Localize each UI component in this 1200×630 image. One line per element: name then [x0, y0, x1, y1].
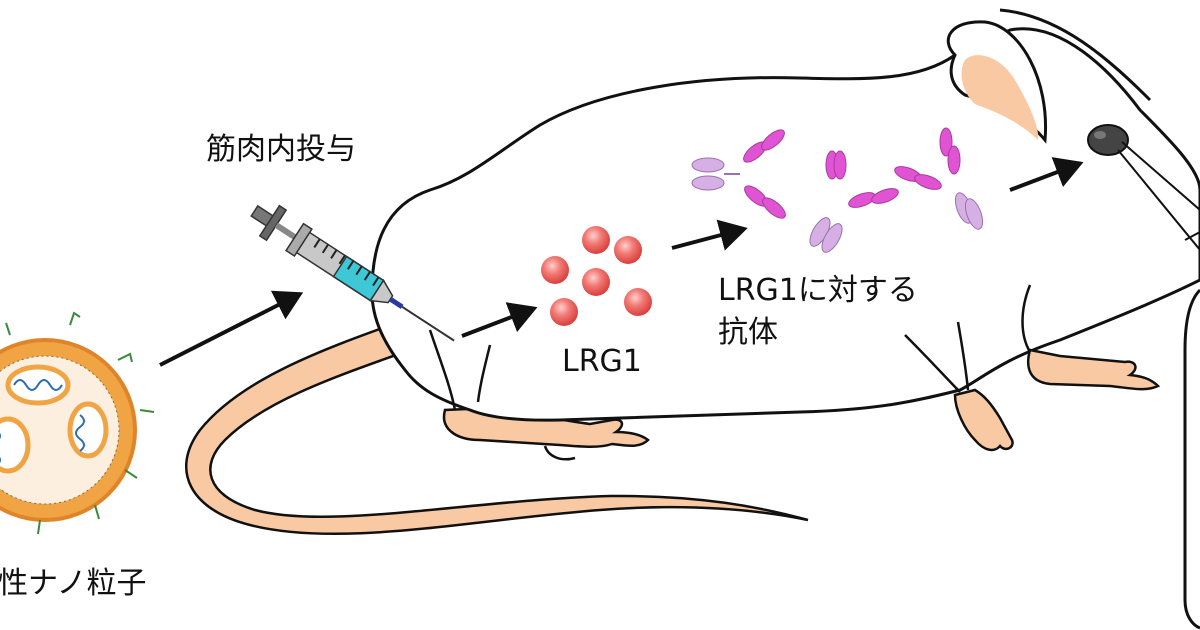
mouse-hind-leg-contour-2	[476, 344, 492, 403]
injection-label: 筋肉内投与	[206, 132, 356, 167]
mouse-leg-contour	[904, 334, 961, 393]
antibody-label: LRG1に対する 抗体	[718, 270, 918, 354]
mouse-head-outline	[999, 8, 1152, 102]
antibody	[809, 150, 899, 253]
cage-edge	[1183, 288, 1200, 630]
lrg1-molecule	[541, 256, 569, 284]
arrow-to-lrg1	[461, 302, 538, 338]
arrow-to-syringe	[159, 290, 304, 367]
lipid-nanoparticle	[0, 311, 155, 535]
lrg1-label: LRG1	[562, 344, 642, 379]
mouse-body	[370, 27, 1200, 422]
nanoparticle-label: 性ナノ粒子	[0, 566, 147, 601]
mouse-front-paw	[953, 388, 1014, 452]
lrg1-molecule	[614, 236, 642, 264]
lrg1-molecule	[550, 298, 578, 326]
mouse-eye	[1087, 124, 1129, 156]
mouse-whiskers	[1117, 141, 1200, 251]
arrow-to-antibody	[671, 219, 748, 251]
mouse-hind-leg-contour	[428, 329, 457, 411]
antibody-label-line1: LRG1に対する	[718, 273, 918, 308]
antibody	[894, 127, 984, 230]
lrg1-molecules	[541, 226, 652, 326]
mouse-hind-toe	[543, 445, 576, 461]
lrg1-molecule	[624, 288, 652, 316]
syringe	[250, 204, 455, 342]
antibody-label-line2: 抗体	[718, 315, 778, 350]
lrg1-molecule	[582, 268, 610, 296]
antibody	[691, 129, 786, 219]
arrow-to-eye	[1009, 157, 1084, 192]
mouse-leg-contour-2	[956, 321, 970, 391]
mouse-front-leg	[1026, 348, 1161, 391]
mouse-tail	[184, 318, 809, 536]
lrg1-molecule	[582, 226, 610, 254]
mouse-eye-highlight	[1094, 131, 1106, 139]
mouse-shoulder-contour	[1021, 284, 1032, 353]
antibodies	[691, 127, 984, 253]
mouse-inner-ear	[961, 55, 1039, 140]
